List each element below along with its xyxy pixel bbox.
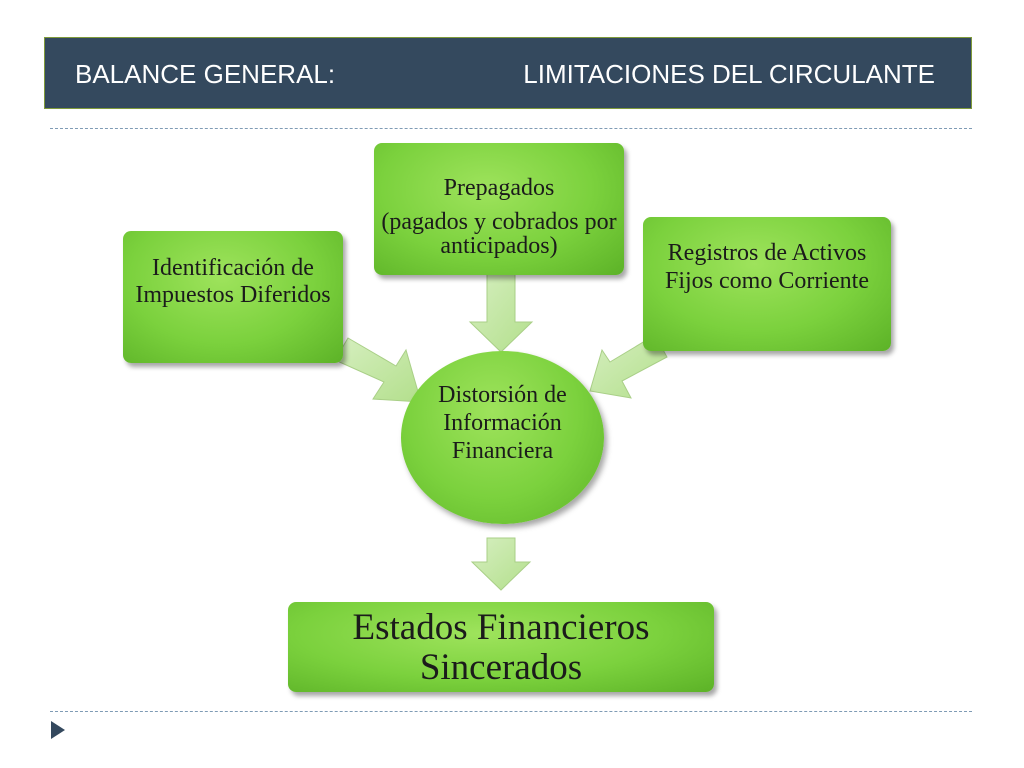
box-result: Estados Financieros Sincerados — [288, 602, 714, 692]
title-bar: BALANCE GENERAL: LIMITACIONES DEL CIRCUL… — [44, 37, 972, 109]
bottom-divider — [50, 711, 972, 712]
box-prepaid-title: Prepagados — [443, 175, 555, 201]
top-divider — [50, 128, 972, 129]
box-prepaid: Prepagados (pagados y cobrados por antic… — [374, 143, 624, 275]
arrow-left-to-center — [334, 337, 422, 403]
center-circle: Distorsión de Información Financiera — [401, 351, 604, 524]
box-fixed-assets: Registros de Activos Fijos como Corrient… — [643, 217, 891, 351]
title-left: BALANCE GENERAL: — [75, 59, 336, 89]
arrow-center-to-result — [470, 537, 532, 591]
arrow-top-to-center — [468, 271, 534, 353]
box-deferred-taxes: Identificación de Impuestos Diferidos — [123, 231, 343, 363]
box-prepaid-detail: (pagados y cobrados por anticipados) — [381, 209, 617, 259]
triangle-right-icon — [51, 721, 65, 739]
title-right: LIMITACIONES DEL CIRCULANTE — [523, 59, 935, 89]
arrow-right-to-center — [589, 334, 668, 399]
